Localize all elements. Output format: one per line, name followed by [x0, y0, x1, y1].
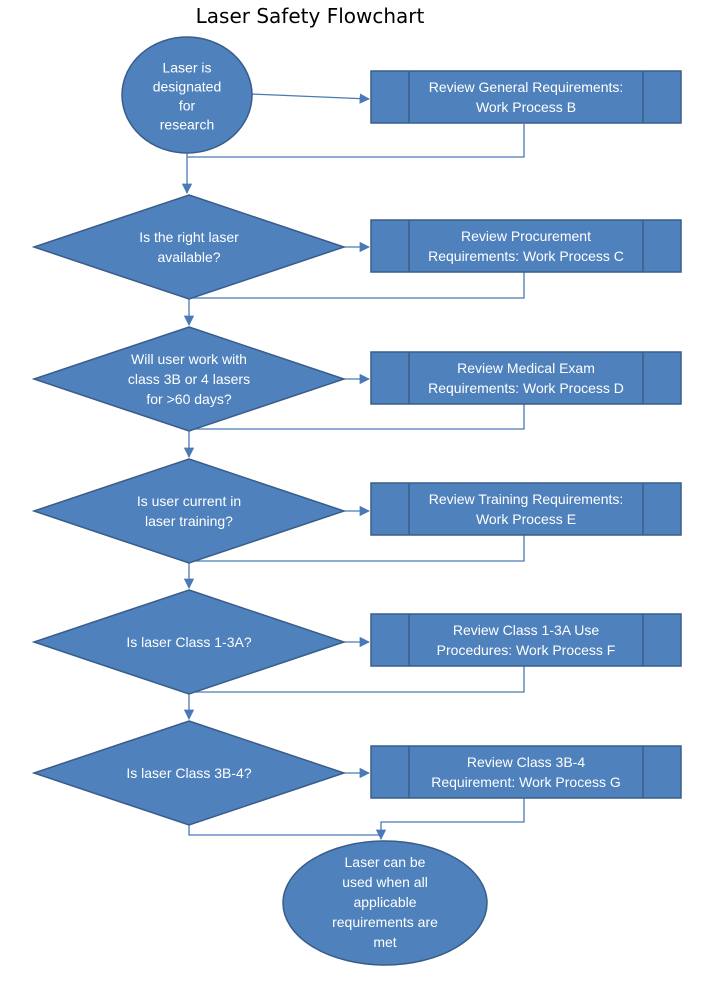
decision-node: Will user work with class 3B or 4 lasers f… [31, 326, 347, 432]
process-label-line: Work Process B [476, 99, 576, 115]
decision-diamond [31, 194, 347, 300]
decision-diamond [31, 458, 347, 564]
process-box [370, 219, 682, 273]
decision-diamond [31, 589, 347, 695]
end-label: Laser can be used when all applicable requi… [332, 854, 438, 950]
decision-node: Is laser Class 1-3A? [31, 589, 347, 695]
process-label-line: Requirements: Work Process C [428, 248, 624, 264]
process-label: Review Training Requirements: Work Proces… [429, 491, 624, 527]
decision-node: Is user current in laser training? [31, 458, 347, 564]
connector-decision-to-end [188, 825, 381, 836]
process-node: Review General Requirements: Work Process… [370, 70, 682, 124]
connector-return [189, 272, 525, 299]
process-node: Review Training Requirements: Work Proces… [370, 482, 682, 536]
decision-diamond [31, 720, 347, 826]
decision-label-line: available? [157, 249, 220, 265]
process-box [370, 351, 682, 405]
connector-return [187, 124, 525, 158]
decision-label: Is the right laser available? [139, 229, 239, 265]
end-label-line: applicable [353, 894, 416, 910]
connector-return [189, 535, 525, 562]
end-ellipse [282, 840, 488, 966]
decision-label-line: Is laser Class 1-3A? [126, 634, 251, 650]
start-label-line: designated [153, 79, 222, 95]
connector-return [189, 404, 525, 430]
decision-label-line: laser training? [145, 513, 233, 529]
decision-label-line: class 3B or 4 lasers [128, 371, 250, 387]
process-label-line: Review Procurement [461, 228, 591, 244]
end-label-line: Laser can be [345, 854, 426, 870]
decision-label: Is laser Class 3B-4? [126, 765, 251, 781]
start-label-line: for [179, 98, 196, 114]
process-box [370, 745, 682, 799]
process-box [370, 70, 682, 124]
process-label-line: Review Medical Exam [457, 360, 595, 376]
connector-start-to-process [250, 93, 371, 104]
process-label-line: Review General Requirements: [429, 79, 624, 95]
decision-node: Is laser Class 3B-4? [31, 720, 347, 826]
decision-node: Is the right laser available? [31, 194, 347, 300]
decision-label-line: Is user current in [137, 493, 241, 509]
decision-label-line: Will user work with [131, 351, 247, 367]
process-box [370, 613, 682, 667]
process-label-line: Review Class 3B-4 [467, 754, 585, 770]
nodes: Laser is designated for research Is the righ… [31, 36, 682, 966]
decision-label-line: Is the right laser [139, 229, 239, 245]
decision-diamond [31, 326, 347, 432]
start-label-line: Laser is [162, 60, 211, 76]
end-label-line: met [373, 934, 396, 950]
connector-process-to-end [375, 798, 525, 841]
decision-label-line: Is laser Class 3B-4? [126, 765, 251, 781]
process-label-line: Procedures: Work Process F [437, 642, 616, 658]
start-node: Laser is designated for research [121, 36, 253, 154]
connector-return [189, 666, 525, 693]
page-title: Laser Safety Flowchart [195, 4, 425, 28]
process-label-line: Requirements: Work Process D [428, 380, 624, 396]
decision-label: Will user work with class 3B or 4 lasers f… [128, 351, 250, 407]
end-label-line: requirements are [332, 914, 438, 930]
connectors [181, 93, 525, 841]
start-label-line: research [160, 117, 214, 133]
end-node: Laser can be used when all applicable requi… [282, 840, 488, 966]
process-label: Review General Requirements: Work Process… [429, 79, 624, 115]
process-label-line: Review Training Requirements: [429, 491, 624, 507]
decision-label-line: for >60 days? [146, 391, 231, 407]
decision-label: Is user current in laser training? [137, 493, 241, 529]
process-label-line: Review Class 1-3A Use [453, 622, 599, 638]
start-ellipse [121, 36, 253, 154]
start-label: Laser is designated for research [153, 60, 222, 133]
process-label-line: Requirement: Work Process G [431, 774, 621, 790]
process-label-line: Work Process E [476, 511, 576, 527]
process-box [370, 482, 682, 536]
end-label-line: used when all [342, 874, 428, 890]
decision-label: Is laser Class 1-3A? [126, 634, 251, 650]
